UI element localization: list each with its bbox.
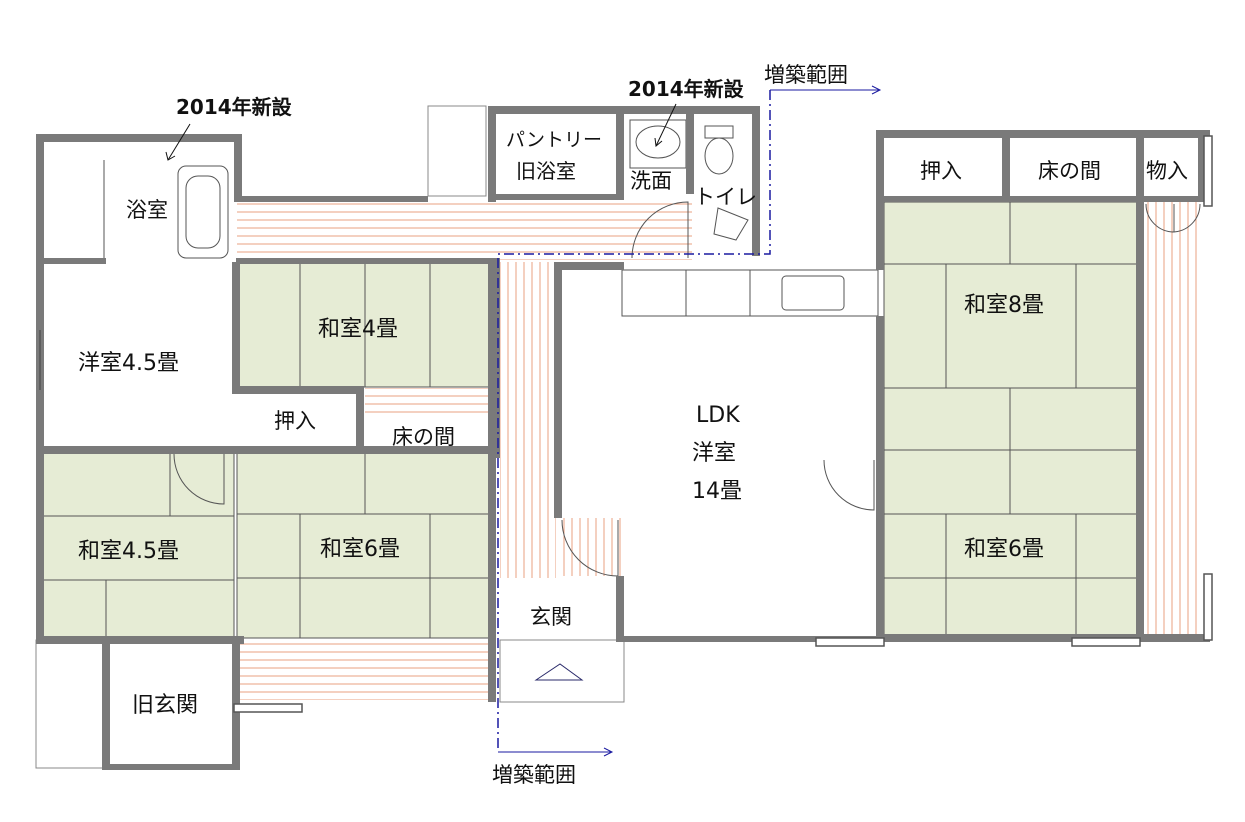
outer-step-entrance	[499, 639, 625, 703]
room-ldk-line1: LDK	[696, 403, 740, 428]
corridor-vertical	[500, 262, 556, 578]
room-storage: 物入	[1146, 159, 1188, 183]
door-swings	[173, 201, 1201, 577]
kitchen-sink	[781, 275, 845, 311]
room-washroom: 洗面	[630, 169, 672, 193]
bathtub	[177, 165, 229, 259]
annotation-arrow-bath	[165, 123, 191, 161]
room-labels: 2014年新設 2014年新設 増築範囲 増築範囲 浴室 パントリー 旧浴室 洗…	[78, 63, 1188, 787]
annotation-extension-top: 増築範囲	[764, 63, 848, 87]
toilet-fixture	[704, 125, 734, 139]
extension-boundary	[497, 90, 771, 752]
entrance-arrow-icon	[534, 663, 584, 681]
room-ldk-line2: 洋室	[692, 441, 736, 466]
room-japanese-8: 和室8畳	[964, 293, 1044, 318]
annotation-new-2014-right: 2014年新設	[628, 77, 745, 101]
room-tokonoma-right: 床の間	[1038, 159, 1101, 183]
corridor-entrance-step	[558, 518, 624, 576]
tatami-japanese-4	[236, 261, 496, 388]
openings	[39, 135, 1213, 713]
annotation-arrow-wash	[654, 103, 677, 147]
room-bath: 浴室	[126, 198, 168, 222]
annotation-new-2014-left: 2014年新設	[176, 95, 293, 119]
room-tokonoma-left: 床の間	[392, 425, 455, 449]
corridor-east-veranda	[1142, 202, 1202, 638]
room-entrance: 玄関	[530, 605, 572, 629]
room-pantry-line1: パントリー	[506, 129, 602, 151]
room-pantry-line2: 旧浴室	[516, 159, 576, 183]
walls	[36, 106, 1210, 770]
corridor-bottom	[237, 640, 495, 700]
tatami-japanese-45	[41, 451, 235, 639]
extension-arrows	[498, 85, 882, 757]
room-japanese-6-right: 和室6畳	[964, 537, 1044, 562]
floorboard-areas	[237, 200, 1202, 700]
corridor-top	[237, 200, 692, 260]
room-ldk-line3: 14畳	[692, 479, 742, 504]
room-japanese-6-left: 和室6畳	[320, 537, 400, 562]
room-closet-left: 押入	[274, 409, 316, 433]
outer-step-left	[35, 639, 107, 769]
tatami-japanese-6-right	[883, 449, 1141, 637]
room-toilet: トイレ	[694, 185, 757, 209]
annotation-extension-bottom: 増築範囲	[492, 763, 576, 787]
corridor-japanese-4-edge	[365, 388, 493, 414]
room-closet-right: 押入	[920, 159, 962, 183]
room-japanese-45: 和室4.5畳	[78, 539, 179, 564]
room-japanese-4: 和室4畳	[318, 317, 398, 342]
tatami-mat-lines	[42, 202, 1140, 638]
tatami-areas	[41, 201, 1141, 639]
outer-step-top	[427, 105, 487, 197]
room-old-entrance: 旧玄関	[132, 693, 198, 718]
tatami-japanese-8	[883, 201, 1141, 451]
room-western-45: 洋室4.5畳	[78, 351, 179, 376]
